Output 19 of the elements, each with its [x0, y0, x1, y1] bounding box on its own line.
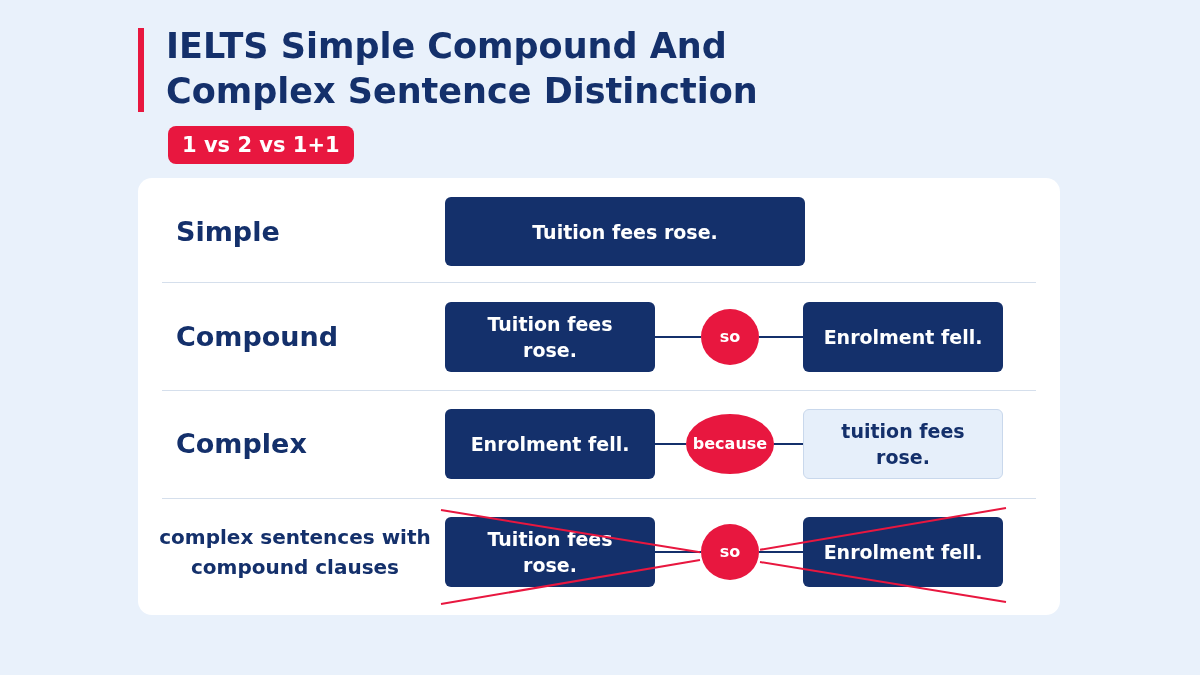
row-label: Complex [175, 427, 308, 461]
row-label: Simple [175, 215, 281, 249]
connector-line [654, 443, 687, 445]
sentence-box: Tuition fees rose. [445, 197, 805, 266]
sentence-box: Tuition fees rose. [445, 517, 655, 587]
connector-line [758, 336, 804, 338]
subtitle-badge: 1 vs 2 vs 1+1 [168, 126, 354, 164]
connector-line [758, 551, 804, 553]
title: IELTS Simple Compound And Complex Sentence Distinction [166, 25, 759, 113]
connector-line [654, 551, 702, 553]
row-label: Compound [175, 320, 340, 354]
connector-line [654, 336, 702, 338]
sentence-box: Enrolment fell. [803, 517, 1003, 587]
sentence-box: Tuition fees rose. [445, 302, 655, 372]
sentence-box: Enrolment fell. [803, 302, 1003, 372]
clause-box: tuition fees rose. [803, 409, 1003, 479]
sentence-box: Enrolment fell. [445, 409, 655, 479]
connector-line [773, 443, 804, 445]
row-label: complex sentences with compound clauses [158, 524, 432, 581]
